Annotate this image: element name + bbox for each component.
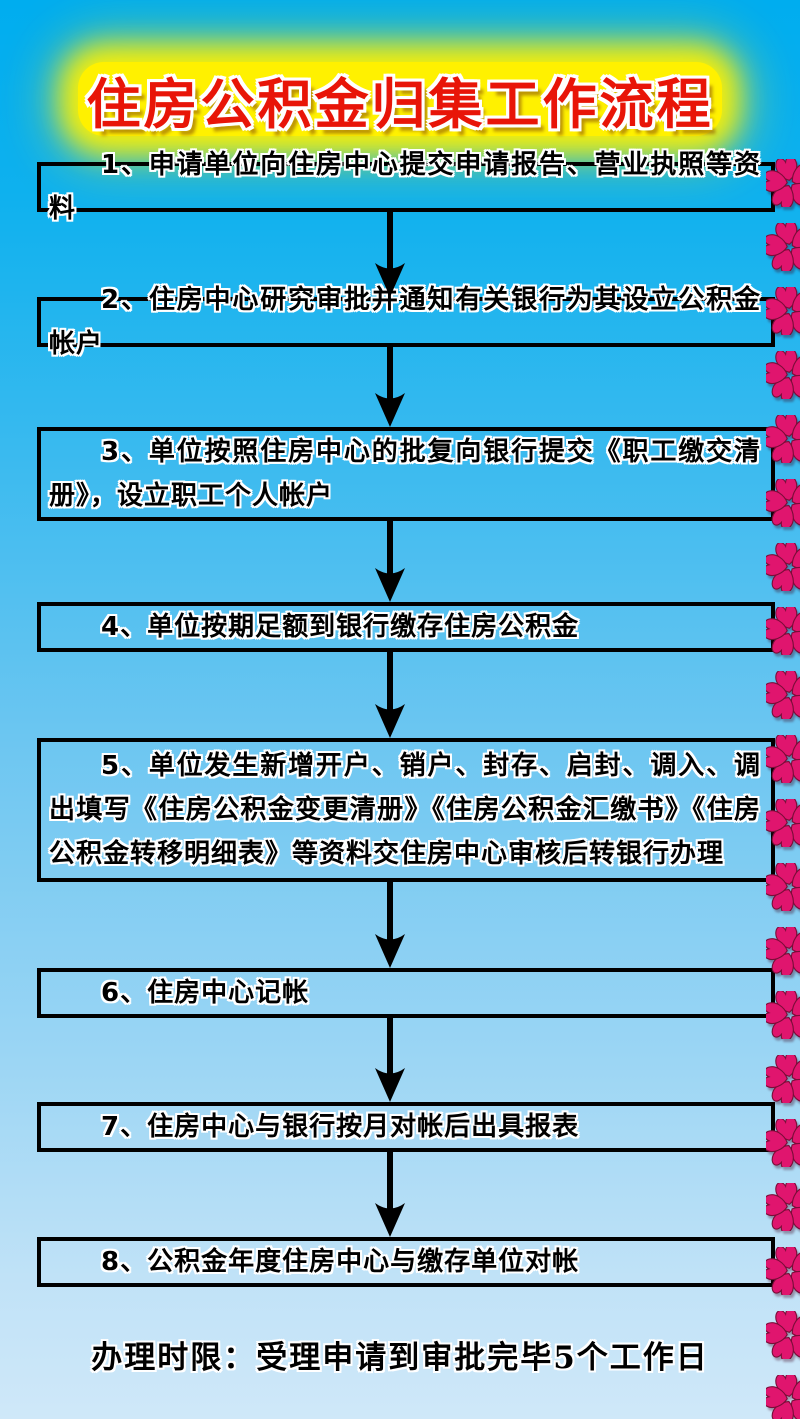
flower-icon <box>766 1247 800 1295</box>
flow-step-1: 1、申请单位向住房中心提交申请报告、营业执照等资料 <box>37 150 775 224</box>
down-arrow-icon <box>375 652 405 738</box>
down-arrow-icon <box>375 1018 405 1102</box>
title-banner: 住房公积金归集工作流程 <box>78 62 722 136</box>
flow-step-5: 5、单位发生新增开户、销户、封存、启封、调入、调出填写《住房公积金变更清册》《住… <box>37 738 775 882</box>
flow-step-4: 4、单位按期足额到银行缴存住房公积金 <box>37 602 775 652</box>
flower-icon <box>766 927 800 975</box>
flower-icon <box>766 159 800 207</box>
down-arrow-icon <box>375 212 405 297</box>
flower-icon <box>766 223 800 271</box>
flow-step-1-text: 1、申请单位向住房中心提交申请报告、营业执照等资料 <box>49 150 761 224</box>
flower-icon <box>766 1119 800 1167</box>
flower-icon <box>766 991 800 1039</box>
flower-icon <box>766 799 800 847</box>
processing-time-note: 办理时限：受理申请到审批完毕5个工作日 <box>91 1340 709 1376</box>
flow-step-4-text: 4、单位按期足额到银行缴存住房公积金 <box>101 612 580 642</box>
flow-step-7: 7、住房中心与银行按月对帐后出具报表 <box>37 1102 775 1152</box>
down-arrow-icon <box>375 347 405 427</box>
flower-icon <box>766 351 800 399</box>
flower-icon <box>766 1055 800 1103</box>
flower-icon <box>766 607 800 655</box>
flower-icon <box>766 1375 800 1419</box>
flow-step-3-text: 3、单位按照住房中心的批复向银行提交《职工缴交清册》，设立职工个人帐户 <box>49 437 761 511</box>
page-title: 住房公积金归集工作流程 <box>86 72 714 136</box>
flower-icon <box>766 415 800 463</box>
flower-icon <box>766 543 800 591</box>
down-arrow-icon <box>375 1152 405 1237</box>
flow-step-6: 6、住房中心记帐 <box>37 968 775 1018</box>
flower-icon <box>766 1311 800 1359</box>
flower-icon <box>766 479 800 527</box>
flow-step-7-text: 7、住房中心与银行按月对帐后出具报表 <box>101 1112 580 1142</box>
flow-step-8: 8、公积金年度住房中心与缴存单位对帐 <box>37 1237 775 1287</box>
down-arrow-icon <box>375 521 405 602</box>
flower-icon <box>766 671 800 719</box>
flower-icon <box>766 287 800 335</box>
flow-step-3: 3、单位按照住房中心的批复向银行提交《职工缴交清册》，设立职工个人帐户 <box>37 427 775 521</box>
flow-step-8-text: 8、公积金年度住房中心与缴存单位对帐 <box>101 1247 580 1277</box>
flow-step-5-text: 5、单位发生新增开户、销户、封存、启封、调入、调出填写《住房公积金变更清册》《住… <box>49 751 761 869</box>
flower-icon <box>766 863 800 911</box>
flow-step-2-text: 2、住房中心研究审批并通知有关银行为其设立公积金帐户 <box>49 285 761 359</box>
down-arrow-icon <box>375 882 405 968</box>
flow-step-2: 2、住房中心研究审批并通知有关银行为其设立公积金帐户 <box>37 285 775 359</box>
flow-step-6-text: 6、住房中心记帐 <box>101 978 310 1008</box>
flower-icon <box>766 735 800 783</box>
flower-icon <box>766 1183 800 1231</box>
